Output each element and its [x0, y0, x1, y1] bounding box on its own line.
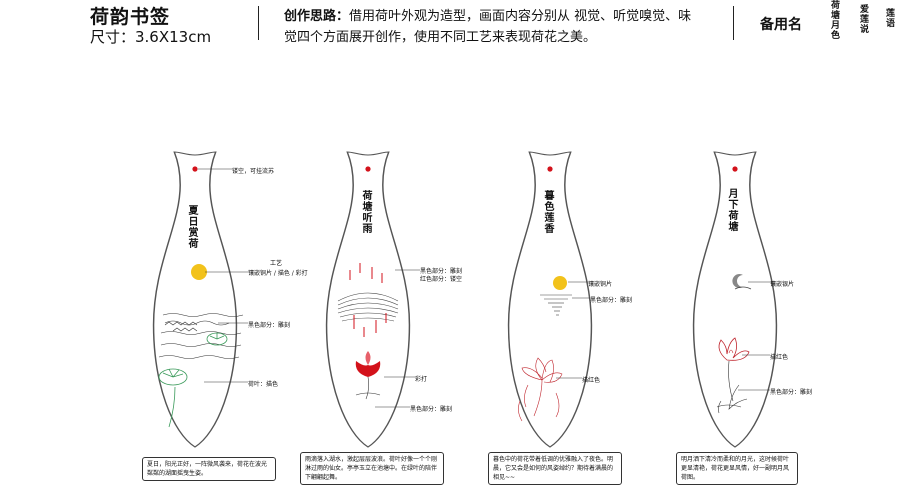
red-raindrops-2 [349, 263, 387, 337]
hole-4 [732, 166, 738, 172]
lotus-leaves-1 [158, 332, 228, 428]
b1-callout-craft: 工艺 [270, 260, 283, 267]
bookmark-3 [507, 151, 593, 448]
b1-callout-leaf: 荷叶：描色 [248, 381, 279, 388]
page-title: 荷韵书签 [90, 6, 171, 28]
red-lotus-4 [718, 337, 750, 361]
divider-1 [258, 6, 259, 40]
bookmark-3-title: 暮色莲香 [542, 190, 553, 234]
alt-name-1: 荷塘月色 [829, 0, 839, 40]
red-lotus-3 [518, 357, 563, 422]
b2-callout-red: 红色部分：镂空 [420, 276, 463, 283]
bookmark-1-title: 夏日赏荷 [186, 205, 197, 249]
engraved-waves-2 [337, 292, 399, 322]
b1-callout-hole: 镂空，可挂流苏 [232, 168, 275, 175]
engraved-ripples-1 [158, 313, 244, 359]
b1-callout-black: 黑色部分：雕刻 [248, 322, 291, 329]
b4-callout-black: 黑色部分：雕刻 [770, 389, 813, 396]
alt-name-3: 莲语 [884, 8, 894, 28]
sun-1 [191, 264, 207, 280]
idea-text: 借用荷叶外观为造型，画面内容分别从 视觉、听觉嗅觉、味觉四个方面展开创作，使用不… [284, 9, 692, 45]
bookmark-1-note: 夏日，阳光正好，一阵微风袭来，荷花在波光粼粼的湖面摇曳生姿。 [142, 457, 276, 481]
b3-callout-red: 描红色 [582, 377, 601, 384]
hole-1 [192, 166, 198, 172]
engraved-stems-4 [716, 360, 748, 414]
bookmark-4-title: 月下荷塘 [726, 188, 737, 232]
bookmark-2-note: 雨滴落入湖水，激起层层波浪。荷叶好像一个个刚淋过雨的仙女。亭亭玉立在池塘中。在绿… [300, 452, 444, 485]
b4-callout-red: 描红色 [770, 354, 789, 361]
b2-callout-black-2: 黑色部分：雕刻 [410, 406, 453, 413]
b3-callout-black: 黑色部分：雕刻 [590, 297, 633, 304]
idea-label: 创作思路： [284, 9, 350, 24]
divider-2 [733, 6, 734, 40]
moon-4 [732, 274, 752, 290]
b4-callout-silver: 镶嵌银片 [770, 281, 795, 288]
bookmark-4 [692, 151, 778, 448]
alt-name-2: 爱莲说 [858, 4, 868, 34]
bookmark-3-note: 暮色中的荷花带着低调的优雅融入了夜色。明晨，它又会是如何的风姿绰约？期待着满晨的… [488, 452, 622, 485]
alt-name-label: 备用名 [760, 17, 802, 33]
bookmark-1 [152, 151, 244, 448]
sun-3 [553, 276, 567, 290]
bookmark-4-note: 明月洒下清冷而柔和的月光，这时候荷叶更显清艳，荷花更显风情，好一副明月风荷图。 [676, 452, 798, 485]
hole-3 [547, 166, 553, 172]
b2-callout-black: 黑色部分：雕刻 [420, 268, 463, 275]
design-idea: 创作思路：借用荷叶外观为造型，画面内容分别从 视觉、听觉嗅觉、味觉四个方面展开创… [284, 6, 704, 48]
b1-callout-inlay: 镶嵌铜片 / 描色 / 彩打 [248, 270, 308, 277]
size-label: 尺寸：3.6X13cm [90, 28, 212, 46]
b3-callout-inlay: 镶嵌铜片 [588, 281, 613, 288]
engraved-lines-3 [540, 294, 572, 316]
hole-2 [365, 166, 371, 172]
lotus-flower-2 [355, 351, 381, 400]
callout-lines [198, 168, 770, 408]
bookmark-2 [325, 151, 411, 448]
bookmark-2-title: 荷塘听雨 [360, 190, 371, 234]
b2-callout-print: 彩打 [415, 376, 428, 383]
